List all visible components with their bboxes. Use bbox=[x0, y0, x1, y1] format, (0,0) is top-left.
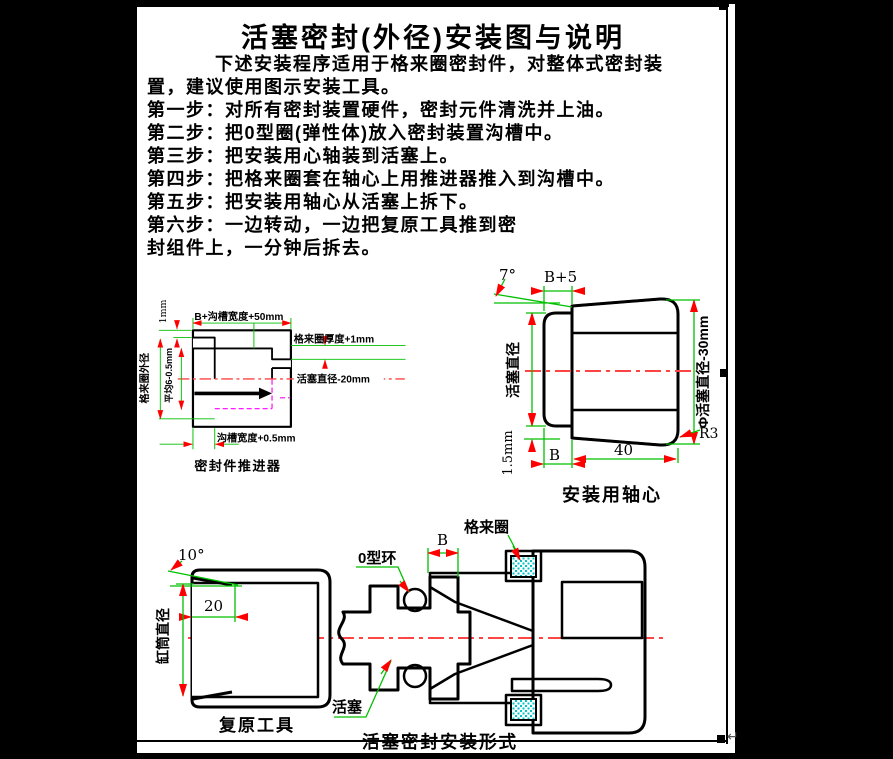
dim-1mm-label: 1mm bbox=[158, 299, 169, 323]
glyd-ring-bottom bbox=[510, 698, 537, 721]
hidden-lines bbox=[214, 379, 290, 410]
dim-ring-thickness-label: 格来圈厚度+1mm bbox=[294, 333, 374, 346]
dim-40-label: 40 bbox=[614, 441, 633, 459]
resize-handle-mid-right[interactable] bbox=[720, 369, 728, 377]
restore-tool-outline bbox=[190, 568, 332, 709]
document-page: ↵ 活塞密封(外径)安装图与说明 下述安装程序适用于格来圈密封件，对整体式密封装… bbox=[137, 2, 739, 753]
instruction-line: 第三步：把安装用心轴装到活塞上。 bbox=[147, 146, 459, 166]
instruction-line: 第二步：把0型圈(弹性体)放入密封装置沟槽中。 bbox=[147, 123, 564, 143]
dim-angle-label: 10° bbox=[178, 546, 205, 564]
piston-label: 活塞 bbox=[332, 698, 363, 716]
instruction-line: 第五步：把安装用轴心从活塞上拆下。 bbox=[147, 192, 479, 212]
instruction-line: 封组件上，一分钟后拆去。 bbox=[147, 238, 381, 258]
dim-b-label: B bbox=[549, 446, 560, 464]
instruction-line: 第六步：一边转动，一边把复原工具推到密 bbox=[147, 215, 518, 235]
pusher-dimensions bbox=[157, 317, 406, 450]
glyd-ring-label: 格来圈 bbox=[464, 518, 509, 536]
mandrel-caption: 安装用轴心 bbox=[562, 484, 662, 505]
dim-right-dia-label: Φ活塞直径-30mm bbox=[695, 316, 711, 429]
resize-handle-bottom-right[interactable] bbox=[717, 735, 725, 743]
cylinder-outline bbox=[428, 549, 647, 735]
figure-seal-assembly: 10° 20 缸筒直径 B 0型环 格来圈 活塞 复原工具 活塞密封安装形式 bbox=[155, 518, 668, 752]
mandrel-dimensions bbox=[493, 278, 701, 468]
glyd-ring-top bbox=[510, 555, 537, 578]
o-ring-label: 0型环 bbox=[358, 549, 396, 567]
figure-seal-pusher: B+沟槽宽度+50mm 1mm 格来圈外径 平均6-0.5mm 格来圈厚度+1m… bbox=[138, 299, 406, 473]
instruction-line: 置，建议使用图示安装工具。 bbox=[147, 77, 401, 97]
dim-r3-label: R3 bbox=[699, 426, 718, 442]
resize-handle-top-right[interactable] bbox=[719, 2, 727, 10]
pusher-caption: 密封件推进器 bbox=[193, 458, 281, 473]
restore-tool-caption: 复原工具 bbox=[218, 715, 295, 735]
dim-top-label: B+沟槽宽度+50mm bbox=[194, 310, 283, 323]
dim-bore-label: 缸筒直径 bbox=[155, 608, 171, 664]
o-ring-bottom bbox=[402, 663, 428, 689]
dim-ring-od-label: 格来圈外径 bbox=[138, 353, 151, 404]
dim-15mm-label: 1.5mm bbox=[501, 430, 516, 475]
rod-slot bbox=[510, 677, 613, 693]
dim-average-label: 平均6-0.5mm bbox=[163, 348, 174, 403]
instructions-block: 下述安装程序适用于格来圈密封件，对整体式密封装 置，建议使用图示安装工具。 第一… bbox=[147, 53, 732, 260]
dim-angle-label: 7° bbox=[499, 266, 516, 284]
piston-outline bbox=[337, 575, 472, 701]
dim-groove-width-label: 沟槽宽度+0.5mm bbox=[217, 431, 296, 444]
frame-border-top bbox=[137, 4, 729, 7]
dim-b5-label: B+5 bbox=[544, 268, 577, 286]
page-title: 活塞密封(外径)安装图与说明 bbox=[241, 23, 625, 53]
paragraph-return-mark: ↵ bbox=[727, 728, 739, 744]
o-ring-top bbox=[402, 587, 428, 613]
assembly-caption: 活塞密封安装形式 bbox=[362, 732, 518, 752]
dim-piston-dia-label: 活塞直径-20mm bbox=[297, 373, 370, 386]
mandrel-outline bbox=[542, 297, 680, 447]
instruction-line: 第四步：把格来圈套在轴心上用推进器推入到沟槽中。 bbox=[147, 169, 615, 189]
instruction-line: 第一步：对所有密封装置硬件，密封元件清洗并上油。 bbox=[147, 100, 615, 120]
frame-border-bottom bbox=[137, 740, 728, 742]
dim-piston-dia-label: 活塞直径 bbox=[505, 342, 521, 398]
label-backplate bbox=[293, 372, 384, 386]
figure-install-mandrel: 7° B+5 活塞直径 1.5mm Φ活塞直径-30mm B 40 R3 安装用… bbox=[493, 266, 718, 505]
dim-b-label: B bbox=[437, 531, 448, 549]
instruction-line: 下述安装程序适用于格来圈密封件，对整体式密封装 bbox=[215, 54, 664, 74]
assembly-dimensions bbox=[167, 534, 521, 718]
pusher-section-outline bbox=[191, 329, 292, 428]
dim-20-label: 20 bbox=[204, 597, 223, 615]
pusher-push-arrow bbox=[194, 387, 273, 400]
